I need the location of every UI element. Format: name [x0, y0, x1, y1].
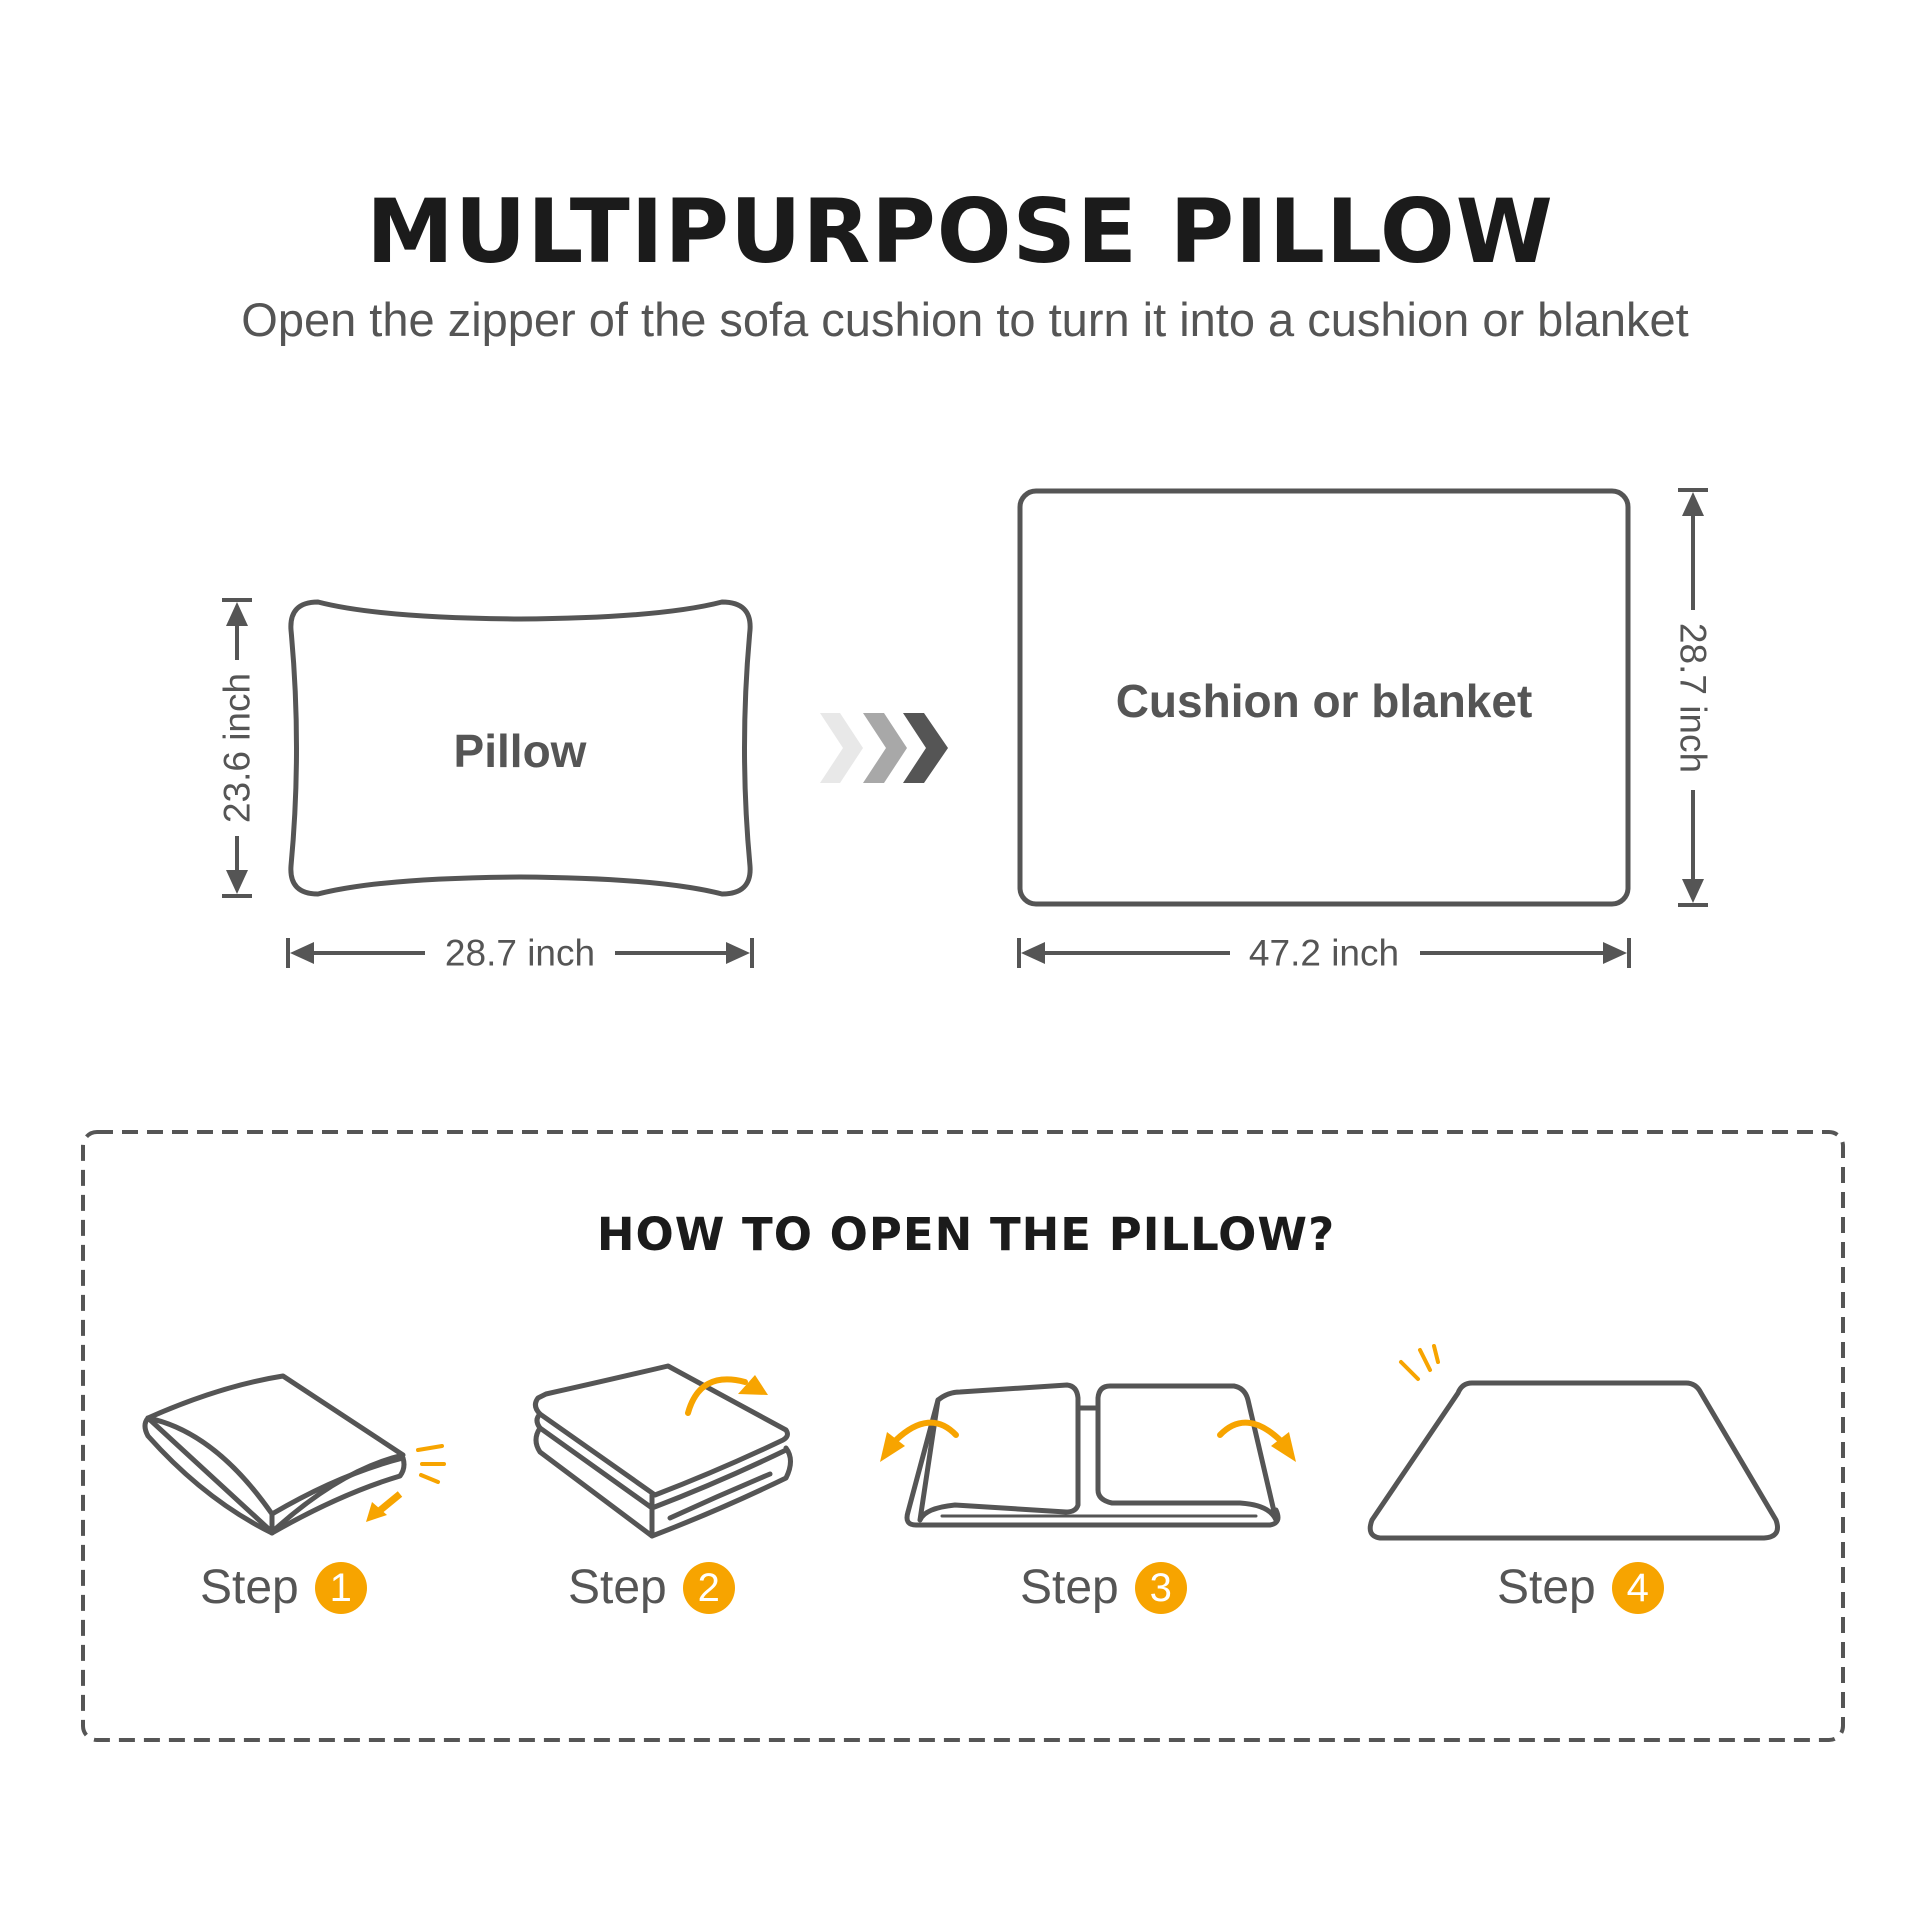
step-2-label: Step 2 [568, 1562, 735, 1614]
step-number-badge: 4 [1611, 1562, 1664, 1614]
step-number-badge: 1 [314, 1562, 367, 1614]
step-text: Step [568, 1561, 667, 1614]
pillow-label: Pillow [453, 725, 587, 777]
step-number-badge: 2 [682, 1562, 735, 1614]
step-number-badge: 3 [1134, 1562, 1187, 1614]
page-title: MULTIPURPOSE PILLOW [366, 180, 1554, 283]
howto-heading: HOW TO OPEN THE PILLOW? [596, 1208, 1336, 1261]
page-subtitle: Open the zipper of the sofa cushion to t… [241, 293, 1689, 346]
step-4-label: Step 4 [1497, 1562, 1664, 1614]
pillow-width-label: 28.7 inch [430, 932, 610, 974]
step-text: Step [1497, 1561, 1596, 1614]
step-text: Step [200, 1561, 299, 1614]
blanket-label: Cushion or blanket [1115, 675, 1533, 727]
step-text: Step [1020, 1561, 1119, 1614]
step-1-label: Step 1 [200, 1562, 367, 1614]
step-3-label: Step 3 [1020, 1562, 1187, 1614]
blanket-width-label: 47.2 inch [1234, 932, 1414, 974]
